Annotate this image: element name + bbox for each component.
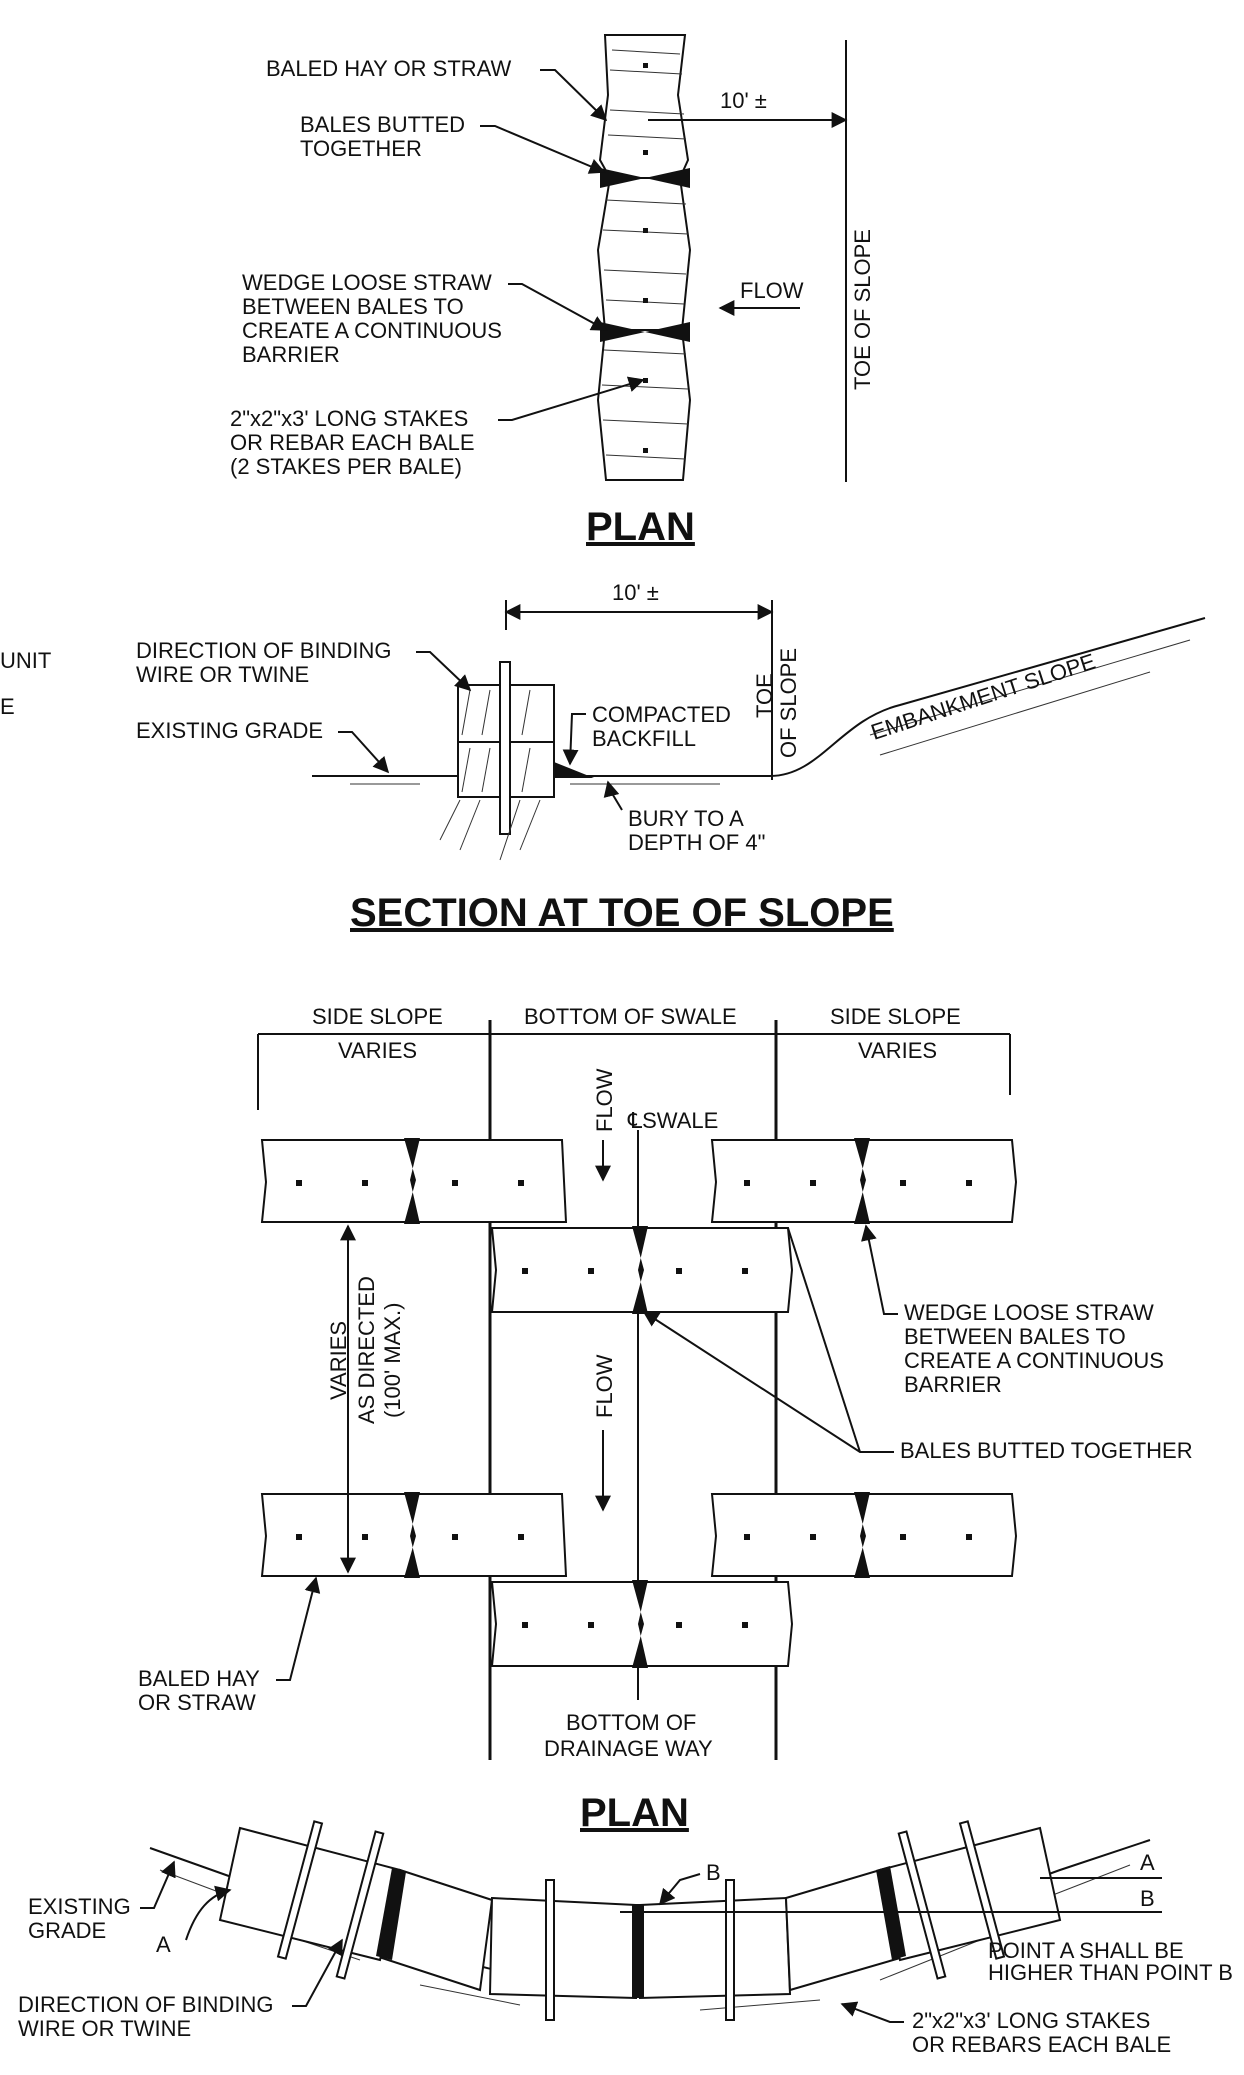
- stakes-label: 2"x2"x3' LONG STAKES: [230, 406, 468, 431]
- bale-row-top-left: [260, 1138, 568, 1224]
- varies-label-2: AS DIRECTED: [354, 1276, 379, 1424]
- wedge-straw: [600, 168, 690, 188]
- wedge-label: WEDGE LOOSE STRAW: [242, 270, 492, 295]
- swale-wedge-label-2: BETWEEN BALES TO: [904, 1324, 1126, 1349]
- bale-row-top-right: [710, 1138, 1018, 1224]
- section-title: SECTION AT TOE OF SLOPE: [350, 891, 894, 935]
- drainage-label: BOTTOM OF: [566, 1710, 696, 1735]
- ground-line: [312, 617, 1206, 777]
- swale-section: A B B POINT A SHALL BE HIGHER THAN POINT…: [18, 1820, 1233, 2057]
- bale-row-lower-right: [710, 1492, 1018, 1578]
- plan-top-section: TOE OF SLOPE 10' ± FLOW BALED HAY OR STR…: [230, 34, 875, 549]
- swale-existing-label: EXISTING: [28, 1894, 131, 1919]
- varies-label: VARIES: [326, 1321, 351, 1400]
- existing-grade-label: EXISTING GRADE: [136, 718, 323, 743]
- swale-plan: SIDE SLOPE VARIES BOTTOM OF SWALE SIDE S…: [138, 1004, 1193, 1835]
- varies-label-3: (100' MAX.): [380, 1303, 405, 1418]
- bury-label: BURY TO A: [628, 806, 744, 831]
- cut-off-label: UNIT: [0, 648, 51, 673]
- bury-label-2: DEPTH OF 4": [628, 830, 765, 855]
- wedge-straw: [600, 322, 690, 342]
- baled-hay-swale-label: BALED HAY: [138, 1666, 260, 1691]
- plan-title-2: PLAN: [580, 1791, 689, 1835]
- toe-label: TOE: [752, 673, 777, 718]
- swale-binding-label: DIRECTION OF BINDING: [18, 1992, 273, 2017]
- varies-right-label: VARIES: [858, 1038, 937, 1063]
- centerline-label: ℄SWALE: [627, 1108, 718, 1133]
- bale-row-lower-left: [260, 1492, 568, 1578]
- point-label-2: HIGHER THAN POINT B: [988, 1960, 1233, 1985]
- cut-off-label-2: E: [0, 694, 15, 719]
- bales-butted-label-2: TOGETHER: [300, 136, 422, 161]
- flow-label: FLOW: [740, 278, 804, 303]
- embankment-label: EMBANKMENT SLOPE: [868, 649, 1099, 745]
- toe-of-slope-label: TOE OF SLOPE: [850, 229, 875, 390]
- baled-hay-swale-label-2: OR STRAW: [138, 1690, 256, 1715]
- side-slope-right-label: SIDE SLOPE: [830, 1004, 961, 1029]
- varies-left-label: VARIES: [338, 1038, 417, 1063]
- side-slope-left-label: SIDE SLOPE: [312, 1004, 443, 1029]
- stake: [499, 661, 511, 835]
- label-a-left: A: [156, 1932, 171, 1957]
- bales-butted-label: BALES BUTTED: [300, 112, 465, 137]
- compacted-backfill: [554, 762, 594, 778]
- butted-together-label: BALES BUTTED TOGETHER: [900, 1438, 1193, 1463]
- flow-mid-label: FLOW: [592, 1354, 617, 1418]
- label-b-top: B: [706, 1860, 721, 1885]
- binding-label-2: WIRE OR TWINE: [136, 662, 309, 687]
- plan-title-1: PLAN: [586, 505, 695, 549]
- swale-stakes: [276, 1820, 1006, 2021]
- point-label: POINT A SHALL BE: [988, 1938, 1184, 1963]
- backfill-label-2: BACKFILL: [592, 726, 696, 751]
- section-dim-label: 10' ±: [612, 580, 659, 605]
- swale-existing-label-2: GRADE: [28, 1918, 106, 1943]
- swale-bale-3: [488, 1896, 637, 2000]
- swale-stakes-label-2: OR REBARS EACH BALE: [912, 2032, 1171, 2057]
- backfill-label: COMPACTED: [592, 702, 731, 727]
- swale-binding-label-2: WIRE OR TWINE: [18, 2016, 191, 2041]
- section-toe: UNIT E 10' ± DIRECTION OF BINDING WIRE: [0, 580, 1206, 935]
- bottom-swale-label: BOTTOM OF SWALE: [524, 1004, 737, 1029]
- label-a-right: A: [1140, 1850, 1155, 1875]
- bale-row-bottom: [490, 1580, 794, 1668]
- wedge-label-4: BARRIER: [242, 342, 340, 367]
- stakes-label-3: (2 STAKES PER BALE): [230, 454, 462, 479]
- bale-row-middle: [490, 1226, 794, 1314]
- wedge-label-2: BETWEEN BALES TO: [242, 294, 464, 319]
- swale-wedge-label: WEDGE LOOSE STRAW: [904, 1300, 1154, 1325]
- flow-top-label: FLOW: [592, 1068, 617, 1132]
- swale-wedge-label-3: CREATE A CONTINUOUS: [904, 1348, 1164, 1373]
- label-b-right: B: [1140, 1886, 1155, 1911]
- wedge-label-3: CREATE A CONTINUOUS: [242, 318, 502, 343]
- dimension-label: 10' ±: [720, 88, 767, 113]
- baled-hay-label: BALED HAY OR STRAW: [266, 56, 512, 81]
- swale-wedge-label-4: BARRIER: [904, 1372, 1002, 1397]
- swale-stakes-label: 2"x2"x3' LONG STAKES: [912, 2008, 1150, 2033]
- bale-column: [596, 34, 692, 481]
- binding-label: DIRECTION OF BINDING: [136, 638, 391, 663]
- toe-label-2: OF SLOPE: [776, 648, 801, 758]
- drainage-label-2: DRAINAGE WAY: [544, 1736, 713, 1761]
- stakes-label-2: OR REBAR EACH BALE: [230, 430, 475, 455]
